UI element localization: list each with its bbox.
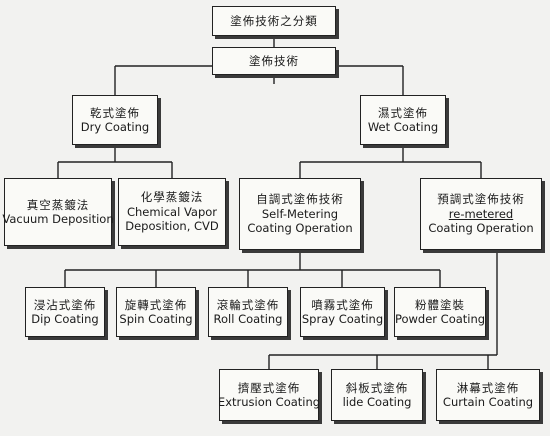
vacuum-deposition-zh: 真空蒸鍍法 (26, 197, 90, 212)
self-metering-node: 自調式塗佈技術 Self-Metering Coating Operation (239, 178, 361, 250)
curtain-coating-node: 淋幕式塗佈 Curtain Coating (436, 369, 540, 421)
cvd-zh: 化學蒸鍍法 (140, 190, 204, 205)
self-metering-en-line1: Self-Metering (261, 206, 339, 221)
spin-coating-en: Spin Coating (119, 312, 193, 326)
cvd-node: 化學蒸鍍法 Chemical Vapor Deposition, CVD (118, 178, 226, 246)
pre-metered-en-line1: re-metered (448, 206, 514, 221)
wet-coating-en: Wet Coating (367, 120, 439, 134)
coating-technology-zh: 塗佈技術 (249, 53, 299, 68)
extrusion-coating-en: Extrusion Coating (217, 395, 321, 409)
spin-coating-zh: 旋轉式塗佈 (124, 297, 188, 312)
roll-coating-node: 滾輪式塗佈 Roll Coating (208, 287, 288, 337)
self-metering-en-line2: Coating Operation (247, 221, 353, 236)
dry-coating-node: 乾式塗佈 Dry Coating (72, 95, 158, 145)
dip-coating-node: 浸沾式塗佈 Dip Coating (25, 287, 105, 337)
vacuum-deposition-node: 真空蒸鍍法 Vacuum Deposition (2, 178, 114, 246)
pre-metered-node: 預調式塗佈技術 re-metered Coating Operation (420, 178, 542, 250)
roll-coating-en: Roll Coating (213, 312, 283, 326)
spray-coating-en: Spray Coating (301, 312, 384, 326)
wet-coating-node: 濕式塗佈 Wet Coating (360, 95, 446, 145)
cvd-en-line1: Chemical Vapor (126, 204, 218, 219)
dry-coating-zh: 乾式塗佈 (90, 105, 140, 120)
slide-coating-zh: 斜板式塗佈 (345, 380, 409, 395)
dip-coating-en: Dip Coating (31, 312, 99, 326)
powder-coating-zh: 粉體塗裝 (415, 297, 465, 312)
curtain-coating-zh: 淋幕式塗佈 (456, 380, 520, 395)
pre-metered-zh: 預調式塗佈技術 (437, 192, 525, 207)
cvd-en-line2: Deposition, CVD (125, 219, 219, 234)
self-metering-zh: 自調式塗佈技術 (256, 192, 344, 207)
title-node: 塗佈技術之分類 (212, 6, 336, 36)
spray-coating-zh: 噴霧式塗佈 (311, 297, 374, 312)
curtain-coating-en: Curtain Coating (442, 395, 534, 409)
spray-coating-node: 噴霧式塗佈 Spray Coating (300, 287, 385, 337)
dip-coating-zh: 浸沾式塗佈 (33, 297, 97, 312)
slide-coating-node: 斜板式塗佈 lide Coating (331, 369, 423, 421)
wet-coating-zh: 濕式塗佈 (378, 105, 428, 120)
roll-coating-zh: 滾輪式塗佈 (216, 297, 280, 312)
slide-coating-en: lide Coating (342, 395, 412, 409)
pre-metered-en-line2: Coating Operation (428, 221, 534, 236)
vacuum-deposition-en: Vacuum Deposition (2, 212, 114, 226)
title-node-zh: 塗佈技術之分類 (230, 13, 318, 28)
coating-technology-node: 塗佈技術 (212, 47, 336, 75)
extrusion-coating-node: 擠壓式塗佈 Extrusion Coating (217, 369, 321, 421)
dry-coating-en: Dry Coating (80, 120, 150, 134)
spin-coating-node: 旋轉式塗佈 Spin Coating (116, 287, 196, 337)
powder-coating-en: Powder Coating (394, 312, 486, 326)
powder-coating-node: 粉體塗裝 Powder Coating (394, 287, 486, 337)
extrusion-coating-zh: 擠壓式塗佈 (237, 380, 301, 395)
